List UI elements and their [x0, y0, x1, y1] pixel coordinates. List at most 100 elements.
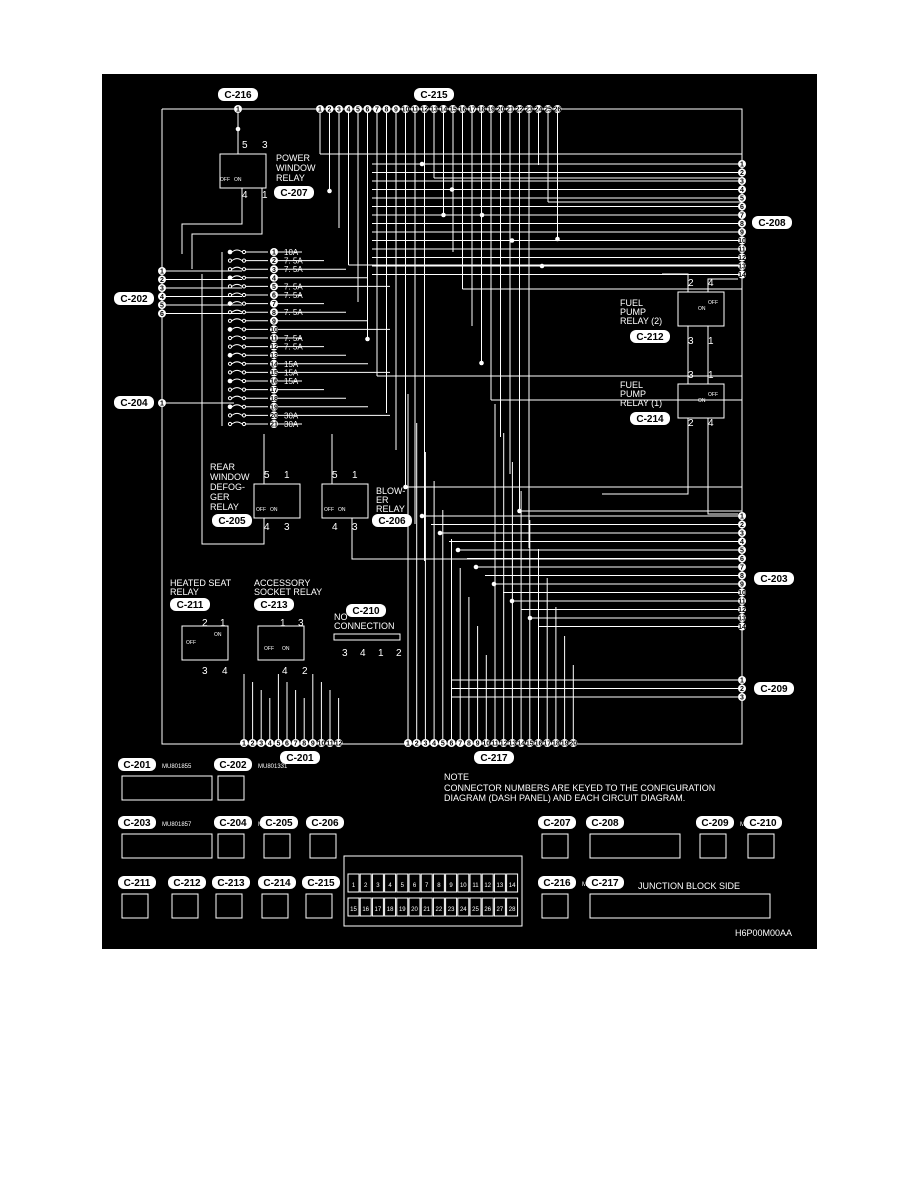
pin-number: 14	[440, 107, 448, 114]
connector-tag-background	[168, 876, 206, 889]
c215-pin	[515, 105, 524, 113]
pin-number: 10	[270, 327, 278, 334]
relay-pin: 3	[284, 522, 290, 533]
c204-pin	[158, 399, 166, 407]
connector-face-c217	[589, 893, 771, 919]
pin-number: 11	[738, 599, 746, 606]
relay-pin: 4	[708, 278, 714, 289]
pin-number: 14	[738, 624, 746, 631]
pin-number: 15	[526, 741, 534, 748]
c203-pin	[738, 512, 746, 520]
pin-number: 1	[406, 741, 410, 748]
fuse-number-marker	[270, 394, 278, 403]
c215-face-pin: 7	[425, 883, 429, 889]
off-label: OFF	[708, 300, 718, 306]
off-label: OFF	[220, 177, 230, 183]
pin-number: 6	[160, 311, 164, 318]
fuse-element	[231, 344, 243, 348]
c215-face-pin: 21	[423, 907, 430, 913]
c208-pin	[738, 194, 746, 202]
connector-tag-background	[114, 292, 154, 305]
pin-number: 12	[738, 607, 746, 614]
junction-dot	[539, 263, 545, 269]
junction-dot	[235, 126, 241, 132]
connector-face-c204	[217, 833, 245, 859]
relay-pin: 5	[242, 140, 248, 151]
connector-tag-c204: C-204	[219, 818, 247, 829]
fuse-element	[231, 292, 243, 296]
part-number: MU801685	[740, 822, 770, 828]
pin-number: 1	[160, 401, 164, 408]
fuel-pump-relay-1-label: RELAY (1)	[620, 398, 662, 408]
fuse-number-marker	[270, 265, 278, 274]
junction-dot	[491, 581, 497, 587]
c215-pin	[496, 105, 505, 113]
c203-pin	[738, 597, 746, 605]
pin-number: 20	[497, 107, 505, 114]
c208-pin	[738, 270, 746, 279]
pin-number: 7	[272, 301, 276, 308]
pin-number: 10	[318, 741, 326, 748]
pin-number: 1	[740, 678, 744, 685]
c215-face-pin: 15	[350, 907, 357, 913]
part-number: MU801855	[162, 764, 192, 770]
off-label: OFF	[264, 646, 274, 652]
fuse-number-marker	[270, 308, 278, 317]
pin-number: 1	[160, 269, 164, 276]
fuse-terminal	[241, 318, 247, 323]
connector-tag-c215: C-215	[307, 878, 335, 889]
c215-pin	[449, 105, 457, 113]
fuse-terminal	[227, 370, 233, 375]
on-label: ON	[282, 646, 290, 652]
relay-pin: 1	[262, 190, 268, 201]
fuse-element	[231, 249, 243, 253]
c217-pin	[430, 739, 439, 747]
pin-number: 4	[347, 107, 351, 114]
c208-pin	[738, 245, 746, 253]
relay-pin: 3	[202, 666, 208, 677]
connector-tag-background	[258, 876, 296, 889]
fuse-element	[231, 301, 243, 305]
connector-tag-c208: C-208	[758, 218, 786, 229]
pin-number: 26	[554, 107, 562, 114]
fuse-terminal	[227, 421, 233, 427]
c208-pin	[738, 236, 746, 245]
pin-number: 6	[740, 204, 744, 211]
fuse-number-marker	[270, 359, 278, 368]
fuse-element	[231, 352, 243, 356]
c215-face-cavity	[420, 873, 433, 893]
c202-pin	[158, 267, 166, 275]
connector-tag-c201: C-201	[286, 753, 314, 764]
pin-number: 6	[450, 741, 454, 748]
junction-dot	[365, 336, 370, 342]
connector-tag-c213: C-213	[217, 878, 245, 889]
relay-pin: 1	[708, 336, 714, 347]
connector-tag-background	[372, 514, 412, 527]
fuse-terminal	[227, 378, 233, 384]
relay-wire	[707, 418, 738, 515]
connector-tag-background	[538, 816, 576, 829]
pin-number: 9	[740, 582, 744, 589]
c215-pin	[401, 105, 410, 113]
fuse-terminal	[227, 396, 233, 401]
junction-dot	[437, 530, 443, 536]
c217-pin	[421, 739, 430, 747]
c201-pin	[334, 739, 343, 747]
c203-pin	[738, 622, 746, 631]
fuse-number-marker	[270, 299, 278, 308]
relay-wire	[201, 274, 265, 545]
pin-number: 2	[740, 170, 744, 177]
connector-tag-c205: C-205	[218, 516, 246, 527]
fuse-element	[231, 266, 243, 270]
pin-number: 14	[270, 361, 278, 368]
c215-face-cavity	[347, 897, 360, 917]
c215-pin	[544, 105, 552, 113]
fuel-pump-relay-1-label: PUMP	[620, 389, 646, 399]
fuse-terminal	[241, 353, 247, 358]
c217-pin	[569, 739, 578, 747]
connector-face-c206	[309, 833, 337, 859]
pin-number: 11	[270, 336, 278, 343]
c216-pin	[234, 105, 242, 113]
pin-number: 8	[740, 573, 744, 580]
fuel-pump-relay-1-label: FUEL	[620, 380, 643, 390]
